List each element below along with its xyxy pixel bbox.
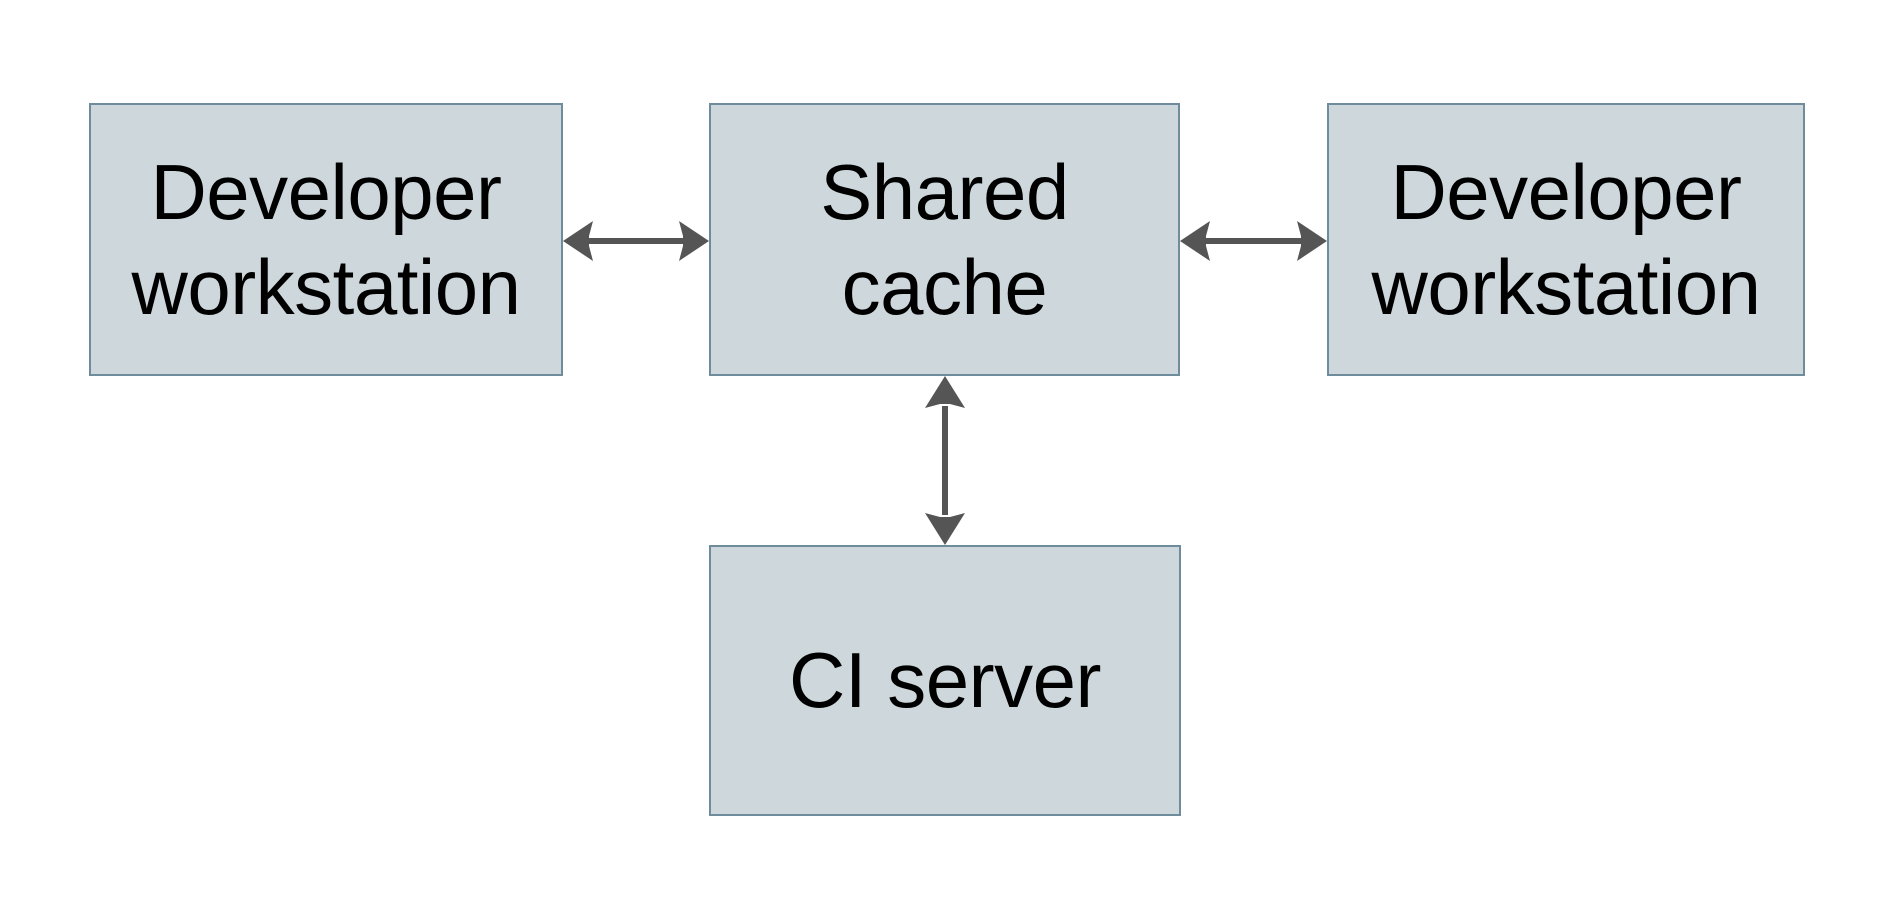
node-developer-workstation-left[interactable]: Developer workstation (89, 103, 563, 376)
node-label: Shared cache (820, 147, 1069, 331)
node-shared-cache[interactable]: Shared cache (709, 103, 1180, 376)
node-label: CI server (789, 636, 1101, 724)
edge-shared-cache-to-developer-right[interactable] (1180, 206, 1327, 276)
edge-developer-left-to-shared-cache[interactable] (563, 206, 709, 276)
node-ci-server[interactable]: CI server (709, 545, 1181, 816)
node-label: Developer workstation (1371, 147, 1762, 331)
edge-shared-cache-to-ci-server[interactable] (910, 376, 980, 545)
node-label: Developer workstation (131, 147, 522, 331)
node-developer-workstation-right[interactable]: Developer workstation (1327, 103, 1805, 376)
